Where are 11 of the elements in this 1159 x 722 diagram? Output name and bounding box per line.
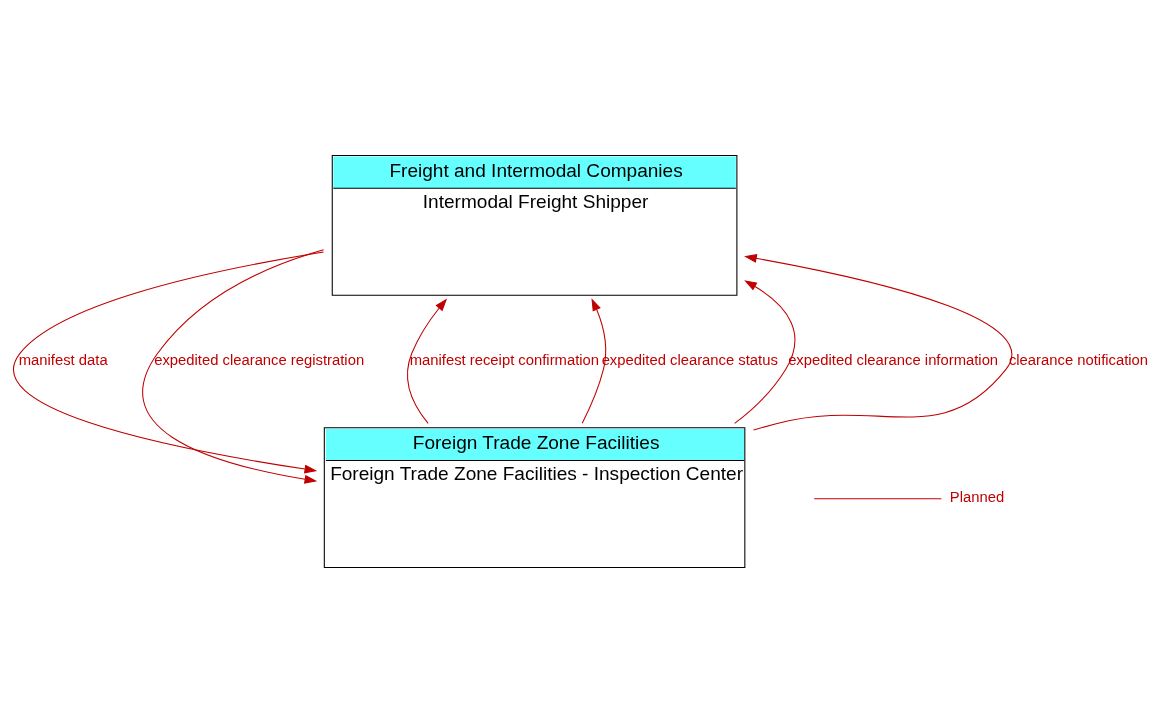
arrow	[581, 297, 607, 424]
legend-label: Planned	[949, 488, 1005, 505]
arrow	[734, 279, 796, 424]
edge-label: manifest receipt confirmation	[409, 351, 600, 368]
arrow	[744, 253, 1013, 430]
edge-label: expedited clearance information	[788, 351, 999, 368]
edge-label: manifest data	[18, 351, 108, 368]
arrow	[407, 298, 448, 424]
arrow	[13, 251, 325, 473]
edge-label: expedited clearance registration	[154, 351, 365, 368]
arrow	[142, 248, 325, 484]
